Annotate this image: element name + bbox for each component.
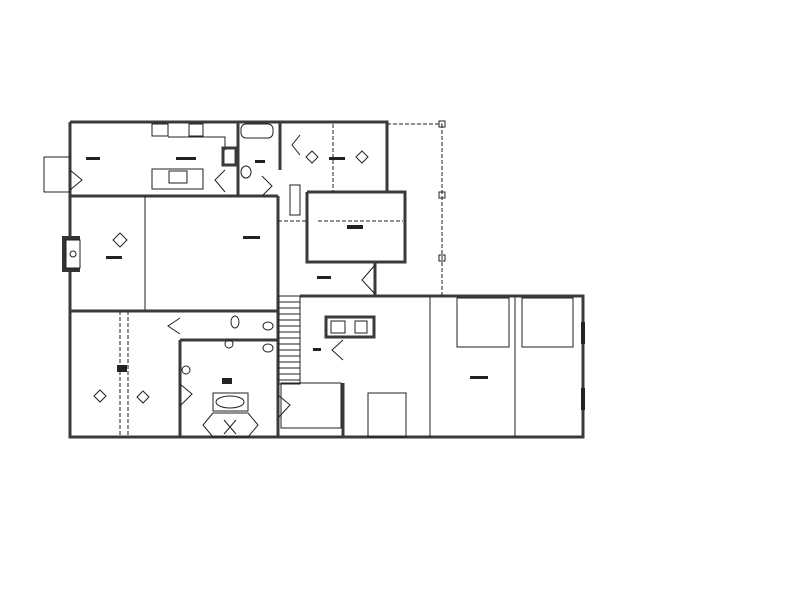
toilet-icon [240,165,252,179]
kitchen-island [151,168,204,190]
porch-post [438,120,446,128]
interior-walls [70,122,387,437]
sink-icon [224,339,234,349]
fixtures-symbols [93,124,403,437]
garage-storage [367,392,407,438]
toilet-icon [262,321,274,331]
shower-icon [202,412,259,438]
kitchen-fixtures [151,123,238,190]
toilet-icon [262,343,274,353]
exterior-walls [68,120,585,439]
bathtub-icon [212,392,249,412]
refrigerator-icon [151,123,169,137]
garage-bay [456,297,510,348]
sink-icon [230,315,240,329]
appliance-icon [221,146,238,167]
bay-window [43,156,70,193]
sink-icon [168,170,188,184]
washer-icon [330,320,346,334]
stairs [278,295,301,385]
dryer-icon [354,320,368,334]
garage [367,297,585,438]
range-icon [188,123,204,137]
ceiling-fan-icon [93,389,107,403]
bathtub-icon [240,123,274,139]
porch [43,120,446,296]
sink-icon [181,365,191,375]
ceiling-fan-icon [355,150,369,164]
closet [280,382,342,429]
bath-fixtures [181,123,368,438]
porch-post [438,191,446,199]
fireplace-icon [62,236,81,272]
ceiling-fan-icon [112,232,128,248]
room-labels [86,157,488,384]
porch-post [438,254,446,262]
ceiling-fan-icon [136,390,150,404]
ceiling-fan-icon [305,150,319,164]
doors [69,134,376,419]
garage-bay [521,297,574,348]
